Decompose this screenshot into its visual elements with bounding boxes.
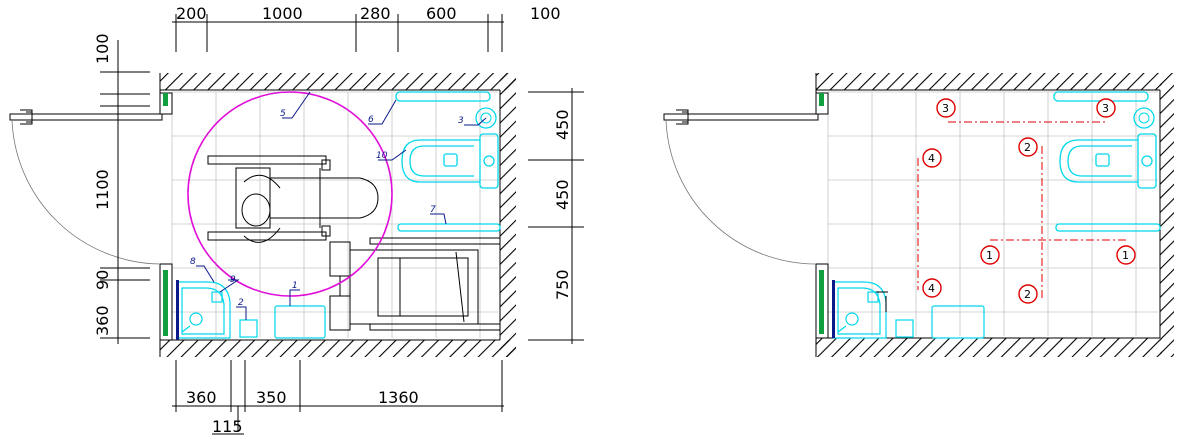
tag-label: 1 <box>292 281 298 291</box>
dimension-label: 450 <box>553 179 572 210</box>
top-wall <box>160 73 516 90</box>
dimension-label: 90 <box>93 270 112 290</box>
cabinet <box>931 305 985 339</box>
door-swing-arc <box>11 119 161 265</box>
dimension-label: 100 <box>93 33 112 64</box>
shower-wall-strip <box>176 280 179 340</box>
tag-label: 9 <box>230 275 236 285</box>
toilet-icon <box>1059 133 1157 189</box>
shower-tray-icon <box>833 281 887 339</box>
tag-label: 5 <box>280 109 286 119</box>
route-marker-label: 2 <box>1024 288 1031 301</box>
grab-bar-top <box>395 91 491 102</box>
door-leaf <box>9 113 163 121</box>
wheelchair-parked-icon <box>329 237 501 331</box>
right-dimension-line <box>528 88 584 344</box>
tag-label: 3 <box>458 116 464 126</box>
dimension-label: 1100 <box>93 169 112 210</box>
dimension-label: 350 <box>256 388 287 407</box>
toilet-icon <box>401 133 499 189</box>
route-marker-label: 4 <box>928 152 935 165</box>
dimension-label: 450 <box>553 109 572 140</box>
dimension-label: 115 <box>212 417 243 436</box>
dimension-label: 100 <box>530 4 561 23</box>
shower-tray-icon <box>177 281 231 339</box>
tag-label: 7 <box>430 205 436 215</box>
door-jamb-bottom-fill <box>163 270 168 336</box>
bottom-wall <box>816 338 1162 357</box>
route-marker-label: 2 <box>1024 141 1031 154</box>
turning-circle <box>187 91 393 297</box>
tag-label: 8 <box>190 257 196 267</box>
route-marker-label: 1 <box>1122 249 1129 262</box>
dimension-label: 1360 <box>378 388 419 407</box>
grab-bar-top <box>1053 91 1149 102</box>
dimension-label: 750 <box>553 269 572 300</box>
cabinet <box>274 305 326 339</box>
sink-icon <box>475 107 497 129</box>
small-fixture <box>239 319 258 338</box>
tile-grid <box>171 91 498 338</box>
dimension-label: 360 <box>186 388 217 407</box>
route-marker-circles <box>922 98 1136 304</box>
item-tags <box>196 91 487 320</box>
route-marker-label: 3 <box>1102 102 1109 115</box>
grab-bar-right <box>397 223 501 232</box>
left-dimension-line <box>100 40 150 344</box>
right-wall <box>500 73 516 357</box>
top-dimension-line <box>172 14 504 52</box>
dimension-label: 1000 <box>262 4 303 23</box>
dimension-label: 200 <box>176 4 207 23</box>
door-swing-arc <box>665 119 817 265</box>
dimension-label: 360 <box>93 305 112 336</box>
dimension-label: 280 <box>360 4 391 23</box>
tag-label: 2 <box>238 298 244 308</box>
left-floor-plan: 1 2 3 5 6 7 8 9 10 200 1000 280 600 100 <box>9 4 584 436</box>
tag-label: 10 <box>376 151 388 161</box>
route-lines <box>917 121 1126 298</box>
small-fixture <box>895 319 914 338</box>
grab-bar-right <box>1055 223 1161 232</box>
sink-icon <box>1133 107 1155 129</box>
top-wall <box>816 73 1162 90</box>
bottom-dimension-line <box>172 360 504 435</box>
right-floor-plan: 1 1 2 2 3 3 4 4 <box>663 73 1174 357</box>
door-jamb-top-fill <box>163 93 168 106</box>
wheelchair-user-icon <box>207 155 379 243</box>
dimension-label: 600 <box>426 4 457 23</box>
route-marker-label: 3 <box>942 102 949 115</box>
right-wall <box>1160 73 1174 357</box>
tag-label: 6 <box>368 115 374 125</box>
door-leaf <box>663 113 819 121</box>
route-marker-label: 1 <box>986 249 993 262</box>
bottom-wall <box>160 340 516 357</box>
route-marker-label: 4 <box>928 282 935 295</box>
